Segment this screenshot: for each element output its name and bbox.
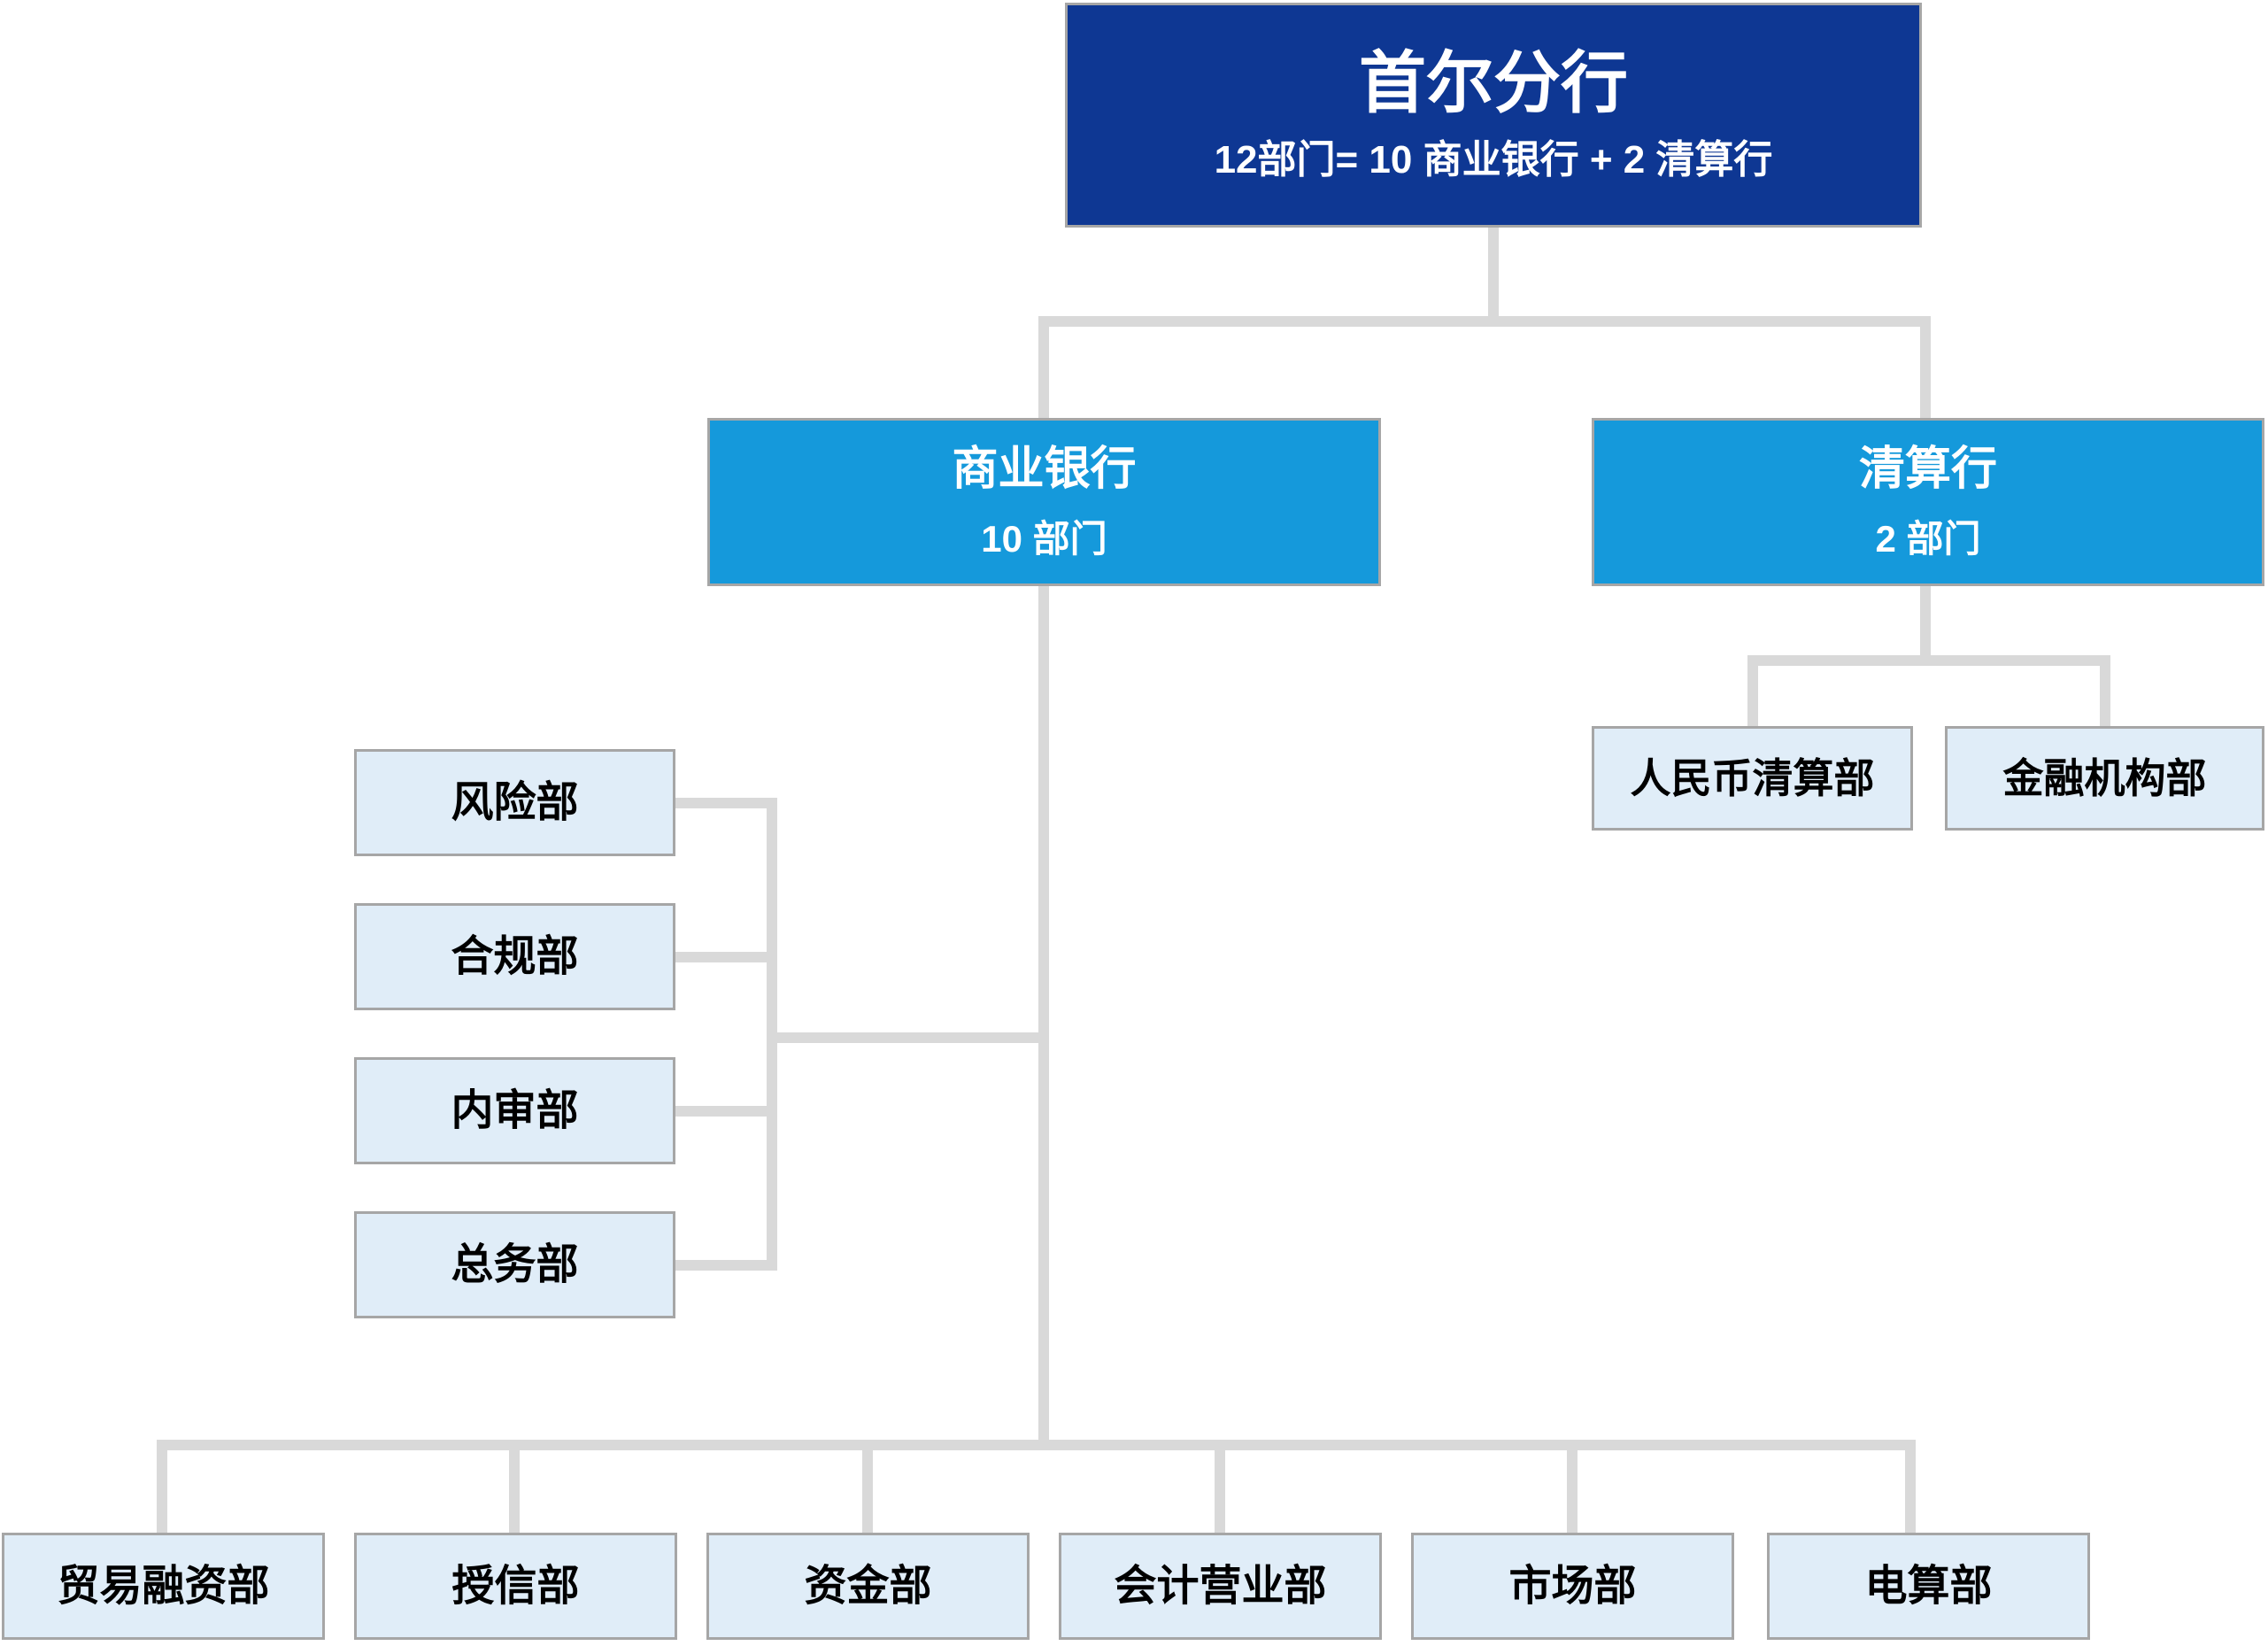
- node-clearing-bank-title: 清算行: [1858, 444, 1997, 495]
- node-internal-audit-dept: 内审部: [354, 1057, 675, 1164]
- node-it-dept: 电算部: [1767, 1533, 2090, 1640]
- connector-root-trunk: [1488, 228, 1499, 321]
- connector-clearing-trunk: [1920, 586, 1931, 661]
- node-credit-dept: 授信部: [354, 1533, 677, 1640]
- node-compliance-dept: 合规部: [354, 903, 675, 1010]
- connector-stub-general: [675, 1260, 767, 1271]
- node-commercial-banking-title: 商业银行: [952, 444, 1137, 495]
- connector-stub-rmb-clearing: [1747, 655, 1758, 726]
- connector-stub-credit: [509, 1450, 520, 1533]
- node-commercial-banking: 商业银行 10 部门: [707, 418, 1381, 586]
- node-marketing-dept: 市场部: [1411, 1533, 1734, 1640]
- connector-left-branch: [777, 1032, 1038, 1043]
- connector-stub-it: [1905, 1450, 1916, 1533]
- connector-top-horizontal: [1038, 316, 1931, 327]
- node-seoul-branch-subtitle: 12部门= 10 商业银行 + 2 清算行: [1214, 138, 1773, 182]
- node-seoul-branch-title: 首尔分行: [1359, 46, 1628, 121]
- node-clearing-bank-subtitle: 2 部门: [1875, 518, 1981, 560]
- connector-stub-accounting: [1215, 1450, 1225, 1533]
- node-commercial-banking-subtitle: 10 部门: [981, 518, 1107, 560]
- node-seoul-branch: 首尔分行 12部门= 10 商业银行 + 2 清算行: [1065, 3, 1922, 228]
- connector-stub-marketing: [1567, 1450, 1578, 1533]
- node-treasury-dept: 资金部: [706, 1533, 1030, 1640]
- connector-stub-treasury: [862, 1450, 873, 1533]
- node-general-affairs-dept: 总务部: [354, 1211, 675, 1318]
- connector-clearing-horizontal: [1747, 655, 2110, 666]
- connector-to-commercial: [1038, 316, 1049, 418]
- node-rmb-clearing-dept: 人民币清算部: [1592, 726, 1913, 831]
- node-risk-dept: 风险部: [354, 749, 675, 856]
- connector-stub-audit: [675, 1106, 767, 1117]
- connector-left-spine: [767, 798, 777, 1271]
- node-financial-institutions-dept: 金融机构部: [1945, 726, 2264, 831]
- connector-bottom-horizontal: [157, 1440, 1916, 1450]
- node-trade-finance-dept: 贸易融资部: [2, 1533, 325, 1640]
- connector-stub-compliance: [675, 952, 767, 962]
- node-accounting-operations-dept: 会计营业部: [1059, 1533, 1382, 1640]
- connector-to-clearing: [1920, 316, 1931, 418]
- connector-commercial-trunk: [1038, 586, 1049, 1450]
- connector-stub-financial-inst: [2100, 655, 2110, 726]
- connector-stub-trade-finance: [157, 1450, 167, 1533]
- node-clearing-bank: 清算行 2 部门: [1592, 418, 2264, 586]
- connector-stub-risk: [675, 798, 767, 808]
